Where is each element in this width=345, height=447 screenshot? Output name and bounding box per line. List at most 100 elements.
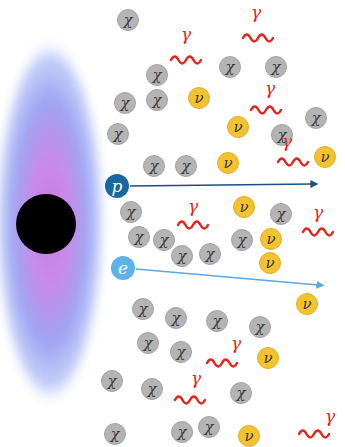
particle-symbol: χ	[123, 13, 132, 28]
dark-matter-particle: χ	[114, 92, 136, 114]
proton-track	[130, 184, 312, 186]
photon-label: γ	[188, 198, 198, 215]
dark-matter-particle: χ	[117, 9, 139, 31]
dark-matter-particle: χ	[219, 56, 241, 78]
particle-symbol: ν	[223, 156, 232, 171]
neutrino-particle: ν	[233, 196, 255, 218]
neutrino-particle: ν	[260, 228, 282, 250]
dark-matter-particle: χ	[141, 378, 163, 400]
particle-symbol: ν	[263, 351, 272, 366]
particle-symbol: χ	[311, 111, 320, 126]
black-hole	[16, 194, 76, 254]
photon-label: γ	[313, 204, 323, 221]
particle-symbol: χ	[225, 60, 234, 75]
particle-symbol: χ	[149, 159, 158, 174]
particle-symbol: χ	[236, 386, 245, 401]
particle-symbol: χ	[120, 96, 129, 111]
particle-symbol: ν	[244, 429, 253, 444]
photon-label: γ	[181, 26, 191, 43]
neutrino-particle: ν	[188, 87, 210, 109]
particle-symbol: χ	[176, 345, 185, 360]
dark-matter-particle: χ	[249, 316, 271, 338]
photon-wave	[243, 35, 273, 42]
photon-label: γ	[325, 408, 335, 425]
neutrino-particle: ν	[217, 152, 239, 174]
electron-particle: e	[111, 256, 135, 280]
particle-symbol: χ	[152, 93, 161, 108]
particle-symbol: χ	[255, 320, 264, 335]
particle-symbol: χ	[126, 205, 135, 220]
dark-matter-particle: χ	[153, 229, 175, 251]
dark-matter-particle: χ	[101, 370, 123, 392]
particle-symbol: χ	[110, 427, 119, 442]
particle-symbol: χ	[147, 382, 156, 397]
particle-symbol: χ	[152, 68, 161, 83]
dark-matter-particle: χ	[175, 155, 197, 177]
particle-symbol: χ	[177, 425, 186, 440]
dark-matter-particle: χ	[231, 229, 253, 251]
neutrino-particle: ν	[227, 116, 249, 138]
particle-symbol: χ	[171, 311, 180, 326]
particle-symbol: χ	[205, 247, 214, 262]
photon-wave	[303, 229, 333, 236]
photon-label: γ	[265, 80, 275, 97]
neutrino-particle: ν	[314, 146, 336, 168]
photon-wave	[175, 397, 205, 404]
particle-symbol: χ	[134, 230, 143, 245]
photon-label: γ	[231, 335, 241, 352]
dark-matter-particle: χ	[199, 243, 221, 265]
dark-matter-particle: χ	[265, 56, 287, 78]
photon-label: γ	[251, 4, 261, 21]
photon-wave	[299, 431, 329, 438]
dark-matter-particle: χ	[132, 298, 154, 320]
dark-matter-particle: χ	[165, 307, 187, 329]
particle-symbol: χ	[143, 336, 152, 351]
dark-matter-particle: χ	[305, 107, 327, 129]
neutrino-particle: ν	[259, 252, 281, 274]
particle-symbol: χ	[212, 314, 221, 329]
particle-symbol: ν	[194, 91, 203, 106]
dark-matter-particle: χ	[143, 155, 165, 177]
dark-matter-particle: χ	[146, 64, 168, 86]
particle-symbol: χ	[204, 420, 213, 435]
particle-symbol: χ	[138, 302, 147, 317]
dark-matter-particle: χ	[137, 332, 159, 354]
particle-symbol: e	[118, 260, 128, 277]
dark-matter-particle: χ	[170, 341, 192, 363]
proton-particle: p	[105, 174, 129, 198]
particle-symbol: χ	[159, 233, 168, 248]
photon-label: γ	[282, 133, 292, 150]
photon-wave	[278, 159, 308, 166]
dark-matter-particle: χ	[198, 416, 220, 438]
photon-waves	[171, 35, 333, 438]
particle-symbol: χ	[181, 159, 190, 174]
dark-matter-particle: χ	[230, 382, 252, 404]
dark-matter-particle: χ	[104, 423, 126, 445]
particle-symbol: ν	[239, 200, 248, 215]
photon-wave	[178, 222, 208, 229]
particle-symbol: ν	[320, 150, 329, 165]
particle-symbol: ν	[266, 232, 275, 247]
neutrino-particle: ν	[238, 425, 260, 447]
electron-track	[136, 269, 318, 285]
particle-symbol: ν	[265, 256, 274, 271]
neutrino-particle: ν	[257, 347, 279, 369]
photon-label: γ	[191, 370, 201, 387]
dark-matter-particle: χ	[120, 201, 142, 223]
dark-matter-particle: χ	[171, 245, 193, 267]
photon-wave	[171, 57, 201, 64]
particle-symbol: χ	[237, 233, 246, 248]
accretion-glow	[0, 36, 106, 408]
dark-matter-particle: χ	[206, 310, 228, 332]
dark-matter-particle: χ	[146, 89, 168, 111]
particle-symbol: ν	[233, 120, 242, 135]
photon-wave	[207, 360, 237, 367]
particle-symbol: χ	[177, 249, 186, 264]
dark-matter-particle: χ	[171, 421, 193, 443]
particle-symbol: χ	[107, 374, 116, 389]
particle-symbol: p	[112, 178, 123, 195]
particle-symbol: χ	[271, 60, 280, 75]
particle-symbol: ν	[302, 297, 311, 312]
